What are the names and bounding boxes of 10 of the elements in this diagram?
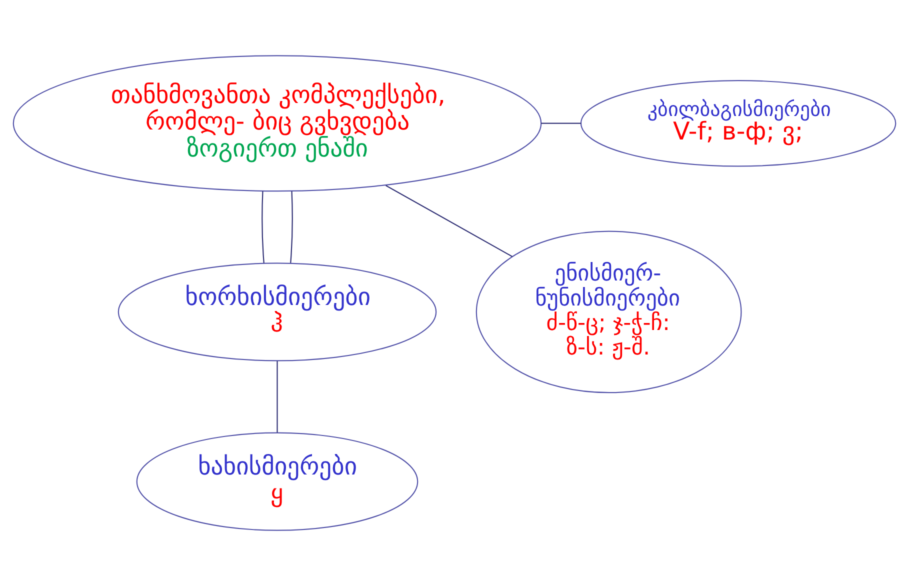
- node-ellipse: კბილბაგისმიერები V-f; в-ф; ვ;: [580, 79, 896, 166]
- connector: [290, 190, 292, 262]
- connector: [385, 184, 512, 257]
- node-ellipse: ენისმიერ- ნუნისმიერები ძ-წ-ც; ჯ-ჭ-ჩ: ზ-ს: ჟ-შ.: [475, 230, 742, 393]
- connector: [540, 122, 581, 124]
- connector: [261, 190, 264, 262]
- node-ellipse: ხორხისმიერები ჰ: [117, 262, 436, 361]
- node-ellipse: თანხმოვანთა კომპლექსები, რომლე- ბიც გვხვდება ზოგიერთ ენაში: [12, 54, 542, 192]
- node-ellipse: ხახისმიერები ყ: [136, 432, 418, 530]
- connector: [276, 360, 278, 432]
